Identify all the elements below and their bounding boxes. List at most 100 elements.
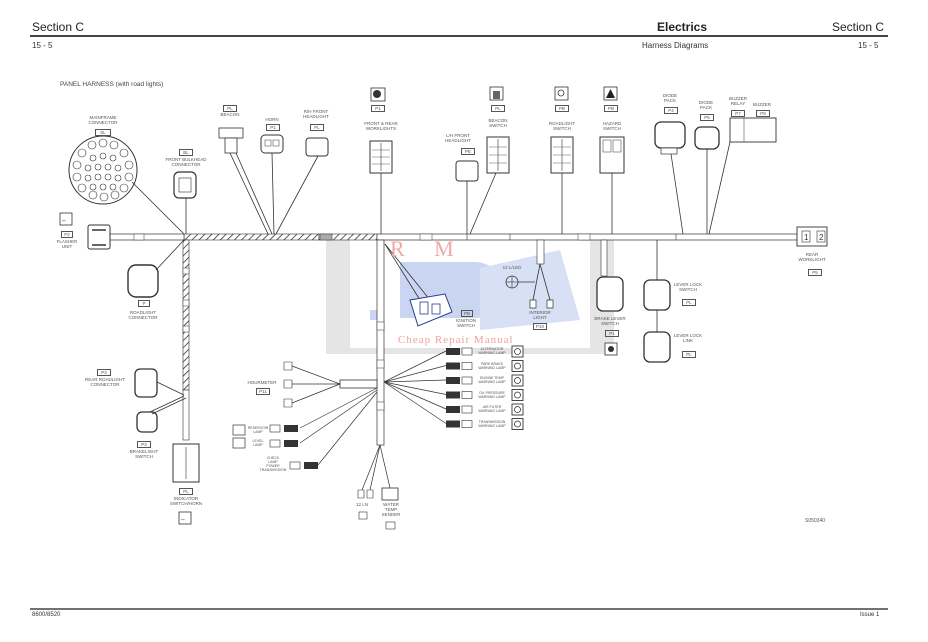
warning-lamp-icon xyxy=(511,418,524,430)
label-horn: HORN xyxy=(265,117,279,122)
code-buzzer: P8 xyxy=(756,110,770,117)
label-diode-pack-2: DIODE PACK xyxy=(698,100,714,110)
warning-lamp-icon-glyph xyxy=(514,420,521,428)
warning-lamp-icon-glyph xyxy=(514,377,521,384)
beacon-switch xyxy=(469,136,510,235)
label-indicator-switch: INDICATOR SWITCH/HORN xyxy=(169,496,203,506)
svg-text:1: 1 xyxy=(804,233,809,242)
label-lever-lock-link: LEVER LOCK LINK xyxy=(673,333,703,343)
label-ignition-switch: IGNITION SWITCH xyxy=(456,318,476,328)
harness-trunk-vertical xyxy=(182,239,190,391)
warning-lamp-icon xyxy=(511,374,524,387)
label-mainframe-connector: MAINFRAME CONNECTOR xyxy=(88,115,118,125)
code-roadlight-connector: P xyxy=(138,300,150,307)
code-rh-front-headlight: PL xyxy=(310,124,324,131)
label-lever-lock-switch: LEVER LOCK SWITCH xyxy=(673,282,703,292)
label-hourmeter: HOURMETER xyxy=(247,380,277,385)
code-lh-front-headlight: PE xyxy=(461,148,475,155)
warning-lamp-icon xyxy=(511,345,524,358)
label-left-lamp-1: RESERVOIR LAMP xyxy=(247,426,269,434)
warning-lamp-plug xyxy=(446,391,460,399)
roadlight-icon xyxy=(554,86,569,101)
warning-lamp-wire xyxy=(383,381,447,424)
label-fuse: 12 L/LED xyxy=(502,265,522,270)
main-harness xyxy=(109,233,798,446)
warning-lamp-code-box xyxy=(461,347,473,356)
warning-lamp-wire xyxy=(383,381,447,410)
label-left-lamp-2: LEVEL LAMP xyxy=(252,439,264,447)
label-brake-light-switch: BRAKELIGHT SWITCH xyxy=(129,449,159,459)
label-gauge: 12 LN xyxy=(355,502,368,507)
code-brake-lever-switch: P1 xyxy=(605,330,619,337)
label-roadlight-switch: ROADLIGHT SWITCH xyxy=(548,121,576,131)
code-lever-lock-switch: PL xyxy=(682,299,696,306)
harness-trunk-top xyxy=(183,233,320,241)
warning-lamp-label: AIR FILTER WARNING LAMP xyxy=(478,405,506,413)
warning-lamp-icon-glyph xyxy=(514,348,521,355)
label-rh-front-headlight: R/H FRONT HEADLIGHT xyxy=(303,109,329,119)
warning-lamp-label: ENGINE TEMP WARNING LAMP xyxy=(478,376,506,384)
label-interior-light: INTERIOR LIGHT xyxy=(529,310,551,320)
warning-lamp-connectors xyxy=(383,345,524,430)
warning-lamp-wire xyxy=(383,379,447,383)
label-rear-roadlight: REAR ROADLIGHT CONNECTOR xyxy=(84,377,125,387)
page-number-left: 15 - 5 xyxy=(32,41,53,50)
section-right: Section C xyxy=(832,20,885,34)
rh-front-headlight-connector xyxy=(275,137,329,235)
label-lh-front-headlight: L/H FRONT HEADLIGHT xyxy=(445,133,471,143)
warning-lamp-label: TRANSMISSION WARNING LAMP xyxy=(478,419,506,428)
label-hazard-switch: HAZARD SWITCH xyxy=(602,121,622,131)
header-rule xyxy=(30,35,888,37)
front-rear-worklight-switch xyxy=(369,140,393,234)
roadlight-connector xyxy=(127,239,185,298)
left-lamp-connectors xyxy=(232,387,378,470)
warning-lamp-wire xyxy=(383,381,447,395)
harness-centre-branch xyxy=(376,239,385,446)
label-water-temp: WATER TEMP SENDER xyxy=(381,502,401,517)
svg-text:⇔: ⇔ xyxy=(61,218,67,224)
label-rear-worklight: REAR WORKLIGHT xyxy=(798,252,826,262)
footer-model: 8600/8520 xyxy=(32,612,61,618)
warning-lamp-code-box xyxy=(461,391,473,399)
roadlight-switch xyxy=(550,136,574,234)
brake-light-switch xyxy=(136,395,187,433)
indicator-switch: ⇔ xyxy=(172,443,200,525)
lever-lock-switch xyxy=(643,240,671,363)
code-rear-worklight: P5 xyxy=(808,269,822,276)
code-roadlight-switch: PB xyxy=(555,105,569,112)
horn-connector xyxy=(260,134,284,235)
warning-lamp-label: OIL PRESSURE WARNING LAMP xyxy=(478,390,506,399)
label-beacon: BEACON xyxy=(220,112,240,117)
front-bulkhead-connector xyxy=(173,171,197,234)
code-beacon: PL xyxy=(223,105,237,112)
label-buzzer: BUZZER xyxy=(753,102,771,107)
warning-lamp-plug xyxy=(446,406,460,413)
warning-lamp-icon xyxy=(511,403,524,416)
interior-light xyxy=(505,263,554,309)
code-brake-light-switch: P3 xyxy=(137,441,151,448)
brake-lever-switch xyxy=(596,276,624,356)
warning-lamp-icon xyxy=(511,389,524,401)
figure-reference: S050340 xyxy=(804,518,826,524)
label-beacon-switch: BEACON SWITCH xyxy=(488,118,508,128)
watermark xyxy=(326,236,614,354)
page-subtitle: Harness Diagrams xyxy=(642,41,709,50)
code-diode-pack-2: P5 xyxy=(700,114,714,121)
code-diode-pack-1: P4 xyxy=(664,107,678,114)
rear-roadlight-connector xyxy=(134,368,185,398)
mainframe-connector xyxy=(68,135,185,235)
diode-pack-1 xyxy=(654,121,686,235)
code-ignition-switch: PB xyxy=(461,310,473,317)
buzzer-relay-and-buzzer xyxy=(708,117,777,235)
warning-lamp-icon-glyph xyxy=(514,406,521,413)
ignition-switch xyxy=(384,243,453,327)
warning-lamp-icon xyxy=(511,360,524,372)
code-front-bulkhead: BL xyxy=(179,149,193,156)
diagram-title: PANEL HARNESS (with road lights) xyxy=(60,81,164,88)
warning-lamp-code-box xyxy=(461,362,473,370)
code-front-rear-worklights: P1 xyxy=(371,105,385,112)
footer-issue: Issue 1 xyxy=(860,612,880,618)
code-lever-lock-link: PL xyxy=(682,351,696,358)
code-buzzer-relay: P7 xyxy=(731,110,745,117)
watermark-letters: R M xyxy=(390,236,466,261)
